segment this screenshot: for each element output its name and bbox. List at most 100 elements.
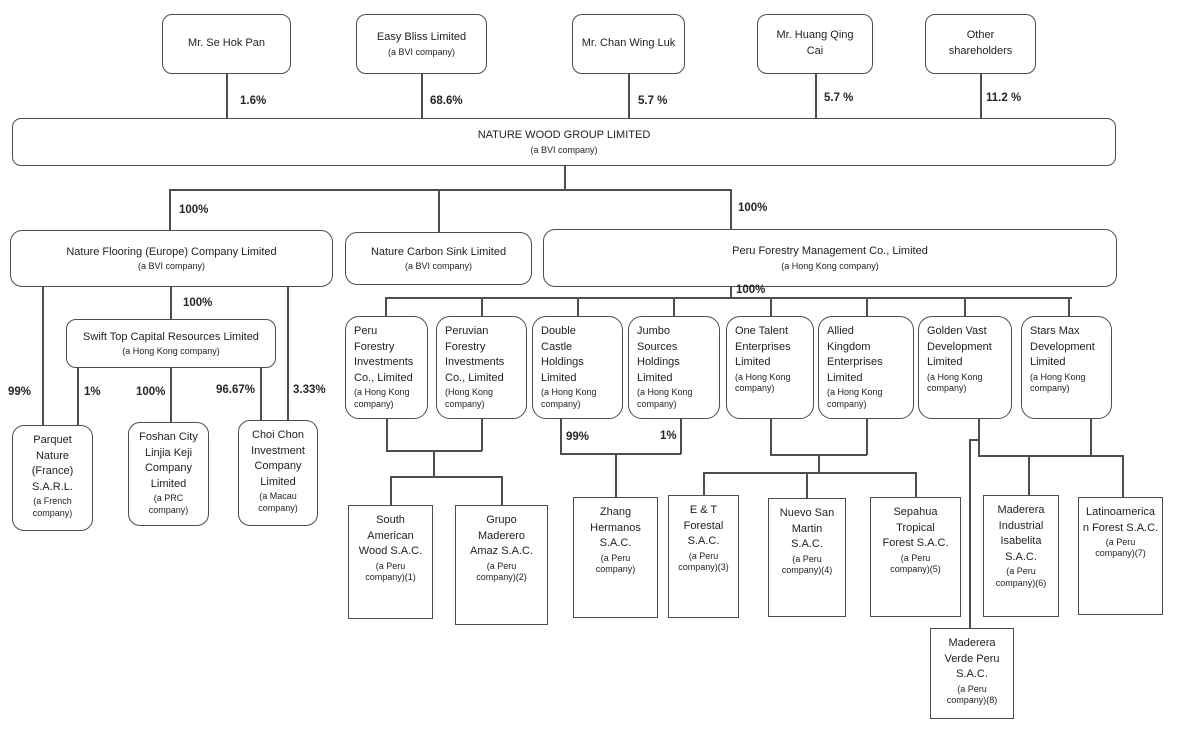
connector-line <box>1090 419 1092 456</box>
org-node-label: Nature Carbon Sink Limited <box>370 245 507 258</box>
org-node-maderera-verde-peru: Maderera Verde Peru S.A.C.(a Peru compan… <box>930 628 1014 719</box>
org-node-label: Double Castle Holdings Limited <box>541 325 584 384</box>
org-node-latinoamerican-forest: Latinoamerica n Forest S.A.C.(a Peru com… <box>1078 497 1163 615</box>
connector-line <box>818 454 820 473</box>
org-node-jurisdiction: (a BVI company) <box>137 261 206 272</box>
org-node-choi-chon-investment: Choi Chon Investment Company Limited(a M… <box>238 420 318 526</box>
connector-line <box>169 189 731 191</box>
org-node-jurisdiction: (a Peru company)(4) <box>781 553 833 576</box>
connector-line <box>1122 455 1124 497</box>
org-node-jurisdiction: (Hong Kong company) <box>445 387 494 409</box>
ownership-percentage: 1.6% <box>240 95 267 107</box>
org-node-jurisdiction: (a Hong Kong company) <box>637 387 693 409</box>
org-node-nuevo-san-martin: Nuevo San Martin S.A.C.(a Peru company)(… <box>768 498 846 617</box>
connector-line <box>386 419 388 451</box>
org-node-jurisdiction: (a Peru company) <box>595 552 636 575</box>
org-node-label: Maderera Verde Peru S.A.C. <box>944 637 1000 681</box>
connector-line <box>1028 455 1030 495</box>
org-node-jumbo-sources-holdings: Jumbo Sources Holdings Limited(a Hong Ko… <box>628 316 720 419</box>
org-node-nature-flooring: Nature Flooring (Europe) Company Limited… <box>10 230 333 287</box>
org-node-golden-vast-development: Golden Vast Development Limited(a Hong K… <box>918 316 1012 419</box>
connector-line <box>390 476 502 478</box>
connector-line <box>170 368 172 422</box>
ownership-percentage: 1% <box>84 386 101 398</box>
org-node-label: Mr. Chan Wing Luk <box>581 37 676 50</box>
org-node-double-castle-holdings: Double Castle Holdings Limited (a Hong Ko… <box>532 316 623 419</box>
connector-line <box>564 166 566 190</box>
org-node-label: Golden Vast Development Limited <box>927 325 992 369</box>
ownership-percentage: 100% <box>738 202 768 214</box>
ownership-percentage: 96.67% <box>216 384 256 396</box>
org-node-jurisdiction: (a Peru company)(3) <box>678 550 729 573</box>
org-node-label: South American Wood S.A.C. <box>358 514 423 558</box>
connector-line <box>481 297 483 316</box>
org-node-label: Zhang Hermanos S.A.C. <box>590 506 641 550</box>
org-node-one-talent-enterprises: One Talent Enterprises Limited(a Hong Ko… <box>726 316 814 419</box>
org-node-label: Peruvian Forestry Investments Co., Limit… <box>445 325 505 384</box>
connector-line <box>969 439 971 628</box>
ownership-percentage: 3.33% <box>293 384 326 396</box>
org-node-nature-wood-group: NATURE WOOD GROUP LIMITED(a BVI company) <box>12 118 1116 166</box>
connector-line <box>560 419 562 454</box>
org-node-jurisdiction: (a Hong Kong company) <box>781 260 879 271</box>
org-node-label: Sepahua Tropical Forest S.A.C. <box>882 506 949 550</box>
org-node-allied-kingdom-enterprises: Allied Kingdom Enterprises Limited(a Hon… <box>818 316 914 419</box>
org-node-stars-max-development: Stars Max Development Limited(a Hong Kon… <box>1021 316 1112 419</box>
org-node-jurisdiction: (a Hong Kong company) <box>1030 371 1086 394</box>
org-node-jurisdiction: (a Peru company)(7) <box>1095 537 1146 559</box>
org-node-label: Other shareholders <box>948 29 1013 57</box>
connector-line <box>481 419 483 451</box>
org-node-label: Allied Kingdom Enterprises Limited <box>827 325 883 384</box>
org-node-et-forestal: E & T Forestal S.A.C.(a Peru company)(3) <box>668 495 739 618</box>
ownership-percentage: 99% <box>566 431 590 443</box>
org-node-sepahua-tropical-forest: Sepahua Tropical Forest S.A.C.(a Peru co… <box>870 497 961 617</box>
connector-line <box>978 419 980 456</box>
org-node-label: Grupo Maderero Amaz S.A.C. <box>470 514 533 558</box>
ownership-percentage: 100% <box>179 204 209 216</box>
connector-line <box>964 297 966 316</box>
org-node-label: Choi Chon Investment Company Limited <box>251 429 305 488</box>
connector-line <box>806 472 808 498</box>
org-node-label: Peru Forestry Management Co., Limited <box>732 245 928 258</box>
org-node-nature-carbon-sink: Nature Carbon Sink Limited(a BVI company… <box>345 232 532 285</box>
org-node-jurisdiction: (a Hong Kong company) <box>541 387 597 409</box>
org-node-huang-qing-cai: Mr. Huang Qing Cai <box>757 14 873 74</box>
org-node-jurisdiction: (a PRC company) <box>148 493 189 515</box>
org-node-foshan-city-linjia-keji: Foshan City Linjia Keji Company Limited(… <box>128 422 209 526</box>
connector-line <box>770 297 772 316</box>
org-node-se-hok-pan: Mr. Se Hok Pan <box>162 14 291 74</box>
org-node-label: Mr. Huang Qing Cai <box>776 29 854 57</box>
connector-line <box>385 297 1072 299</box>
org-node-label: Peru Forestry Investments Co., Limited <box>354 325 414 384</box>
connector-line <box>577 297 579 316</box>
connector-line <box>815 74 817 118</box>
connector-line <box>77 368 79 425</box>
connector-line <box>866 419 868 455</box>
org-node-jurisdiction: (a Peru company)(1) <box>365 560 416 583</box>
org-node-chan-wing-luk: Mr. Chan Wing Luk <box>572 14 685 74</box>
connector-line <box>703 472 705 495</box>
ownership-percentage: 100% <box>183 297 213 309</box>
connector-line <box>169 189 171 231</box>
connector-line <box>560 453 681 455</box>
ownership-percentage: 5.7 % <box>638 95 668 107</box>
ownership-percentage: 68.6% <box>430 95 463 107</box>
connector-line <box>703 472 916 474</box>
connector-line <box>730 189 732 230</box>
org-node-zhang-hermanos: Zhang Hermanos S.A.C.(a Peru company) <box>573 497 658 618</box>
connector-line <box>969 439 979 441</box>
org-node-label: Stars Max Development Limited <box>1030 325 1095 369</box>
connector-line <box>226 74 228 118</box>
org-node-grupo-maderero-amaz: Grupo Maderero Amaz S.A.C.(a Peru compan… <box>455 505 548 625</box>
org-node-label: Easy Bliss Limited <box>376 31 467 44</box>
org-node-label: One Talent Enterprises Limited <box>735 325 791 369</box>
connector-line <box>866 297 868 316</box>
ownership-percentage: 5.7 % <box>824 92 854 104</box>
org-node-swift-top-capital: Swift Top Capital Resources Limited(a Ho… <box>66 319 276 368</box>
connector-line <box>260 368 262 420</box>
org-node-label: Parquet Nature (France) S.A.R.L. <box>31 434 74 493</box>
org-node-jurisdiction: (a Hong Kong company) <box>927 371 983 394</box>
connector-line <box>915 472 917 497</box>
ownership-percentage: 1% <box>660 430 677 442</box>
